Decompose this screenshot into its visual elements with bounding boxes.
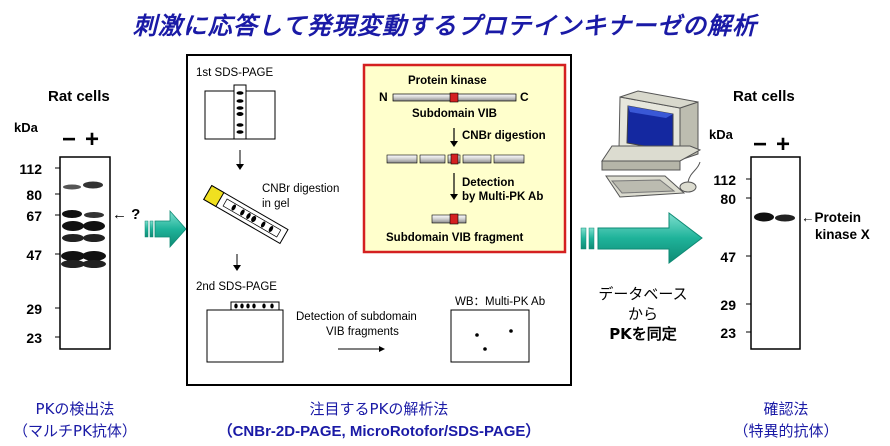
- inset-subdomain: Subdomain VIB: [412, 108, 497, 120]
- wb-label: WB：Multi-PK Ab: [455, 296, 546, 308]
- left-caption-2: （マルチPK抗体）: [13, 422, 137, 440]
- right-lane-minus: −: [753, 131, 768, 158]
- left-lane-plus: +: [85, 126, 100, 153]
- inset-detection-1: Detection: [462, 177, 515, 189]
- inset-fragment: Subdomain VIB fragment: [386, 232, 524, 244]
- right-caption-2: （特異的抗体）: [733, 422, 839, 440]
- cnbr-gel-label-1: CNBr digestion: [262, 183, 340, 195]
- wb-membrane: [450, 309, 530, 363]
- left-band: [61, 251, 85, 261]
- first-gel: [204, 84, 276, 170]
- detection-label-2: VIB fragments: [326, 326, 399, 338]
- second-sds-label: 2nd SDS-PAGE: [196, 281, 277, 293]
- right-marker: 23: [720, 325, 736, 341]
- left-header: Rat cells: [48, 88, 110, 105]
- page-title: 刺激に応答して発現変動するプロテインキナーゼの解析: [132, 12, 758, 40]
- left-band: [63, 184, 81, 190]
- left-band: [83, 234, 105, 242]
- inset-c-terminus: C: [520, 90, 529, 104]
- left-blot: [55, 156, 111, 350]
- right-caption-1: 確認法: [763, 400, 809, 418]
- right-marker: 47: [720, 249, 736, 265]
- cnbr-gel-label-2: in gel: [262, 198, 290, 210]
- left-caption-1: PKの検出法: [35, 400, 115, 418]
- right-marker: 80: [720, 191, 736, 207]
- left-unit: kDa: [14, 120, 38, 135]
- right-marker: 112: [713, 172, 736, 188]
- left-band: [83, 221, 105, 231]
- second-gel: [206, 301, 284, 363]
- left-band: [83, 181, 103, 189]
- right-blot: [746, 156, 801, 350]
- computer-icon: [601, 90, 702, 198]
- left-band: [61, 260, 85, 268]
- left-band: [82, 260, 106, 268]
- left-marker: 29: [26, 301, 42, 317]
- database-line-2: から: [627, 305, 658, 323]
- left-band: [82, 251, 106, 261]
- mechanism-inset: [362, 63, 567, 254]
- left-band: [62, 234, 84, 242]
- center-caption-1: 注目するPKの解析法: [309, 400, 449, 418]
- left-marker: 80: [26, 187, 42, 203]
- left-band: [84, 212, 104, 218]
- inset-protein-kinase: Protein kinase: [408, 75, 487, 87]
- center-arrow: [580, 211, 703, 265]
- database-line-1: データベース: [598, 285, 688, 303]
- inset-detection-2: by Multi-PK Ab: [462, 191, 544, 203]
- left-lane-minus: −: [62, 126, 77, 153]
- right-lane-plus: +: [776, 131, 791, 158]
- center-caption-2: （CNBr-2D-PAGE, MicroRotofor/SDS-PAGE）: [217, 423, 541, 440]
- first-sds-label: 1st SDS-PAGE: [196, 67, 274, 79]
- inset-n-terminus: N: [379, 90, 388, 104]
- detection-label-1: Detection of subdomain: [296, 311, 417, 323]
- right-band: [775, 214, 795, 222]
- left-band: [62, 210, 82, 218]
- right-marker: 29: [720, 297, 736, 313]
- left-arrow: [144, 209, 187, 249]
- right-unit: kDa: [709, 127, 733, 142]
- left-marker: 67: [26, 208, 42, 224]
- left-marker: 112: [19, 161, 42, 177]
- database-line-3: PKを同定: [609, 325, 677, 343]
- left-band: [62, 221, 84, 231]
- right-band: [754, 212, 774, 222]
- right-header: Rat cells: [733, 88, 795, 105]
- left-unknown-arrow: ← ?: [112, 206, 141, 223]
- left-marker: 47: [26, 247, 42, 263]
- left-marker: 23: [26, 330, 42, 346]
- cnbr-tube: [203, 184, 289, 245]
- right-arrow-label-1: ←Protein: [801, 210, 862, 225]
- right-arrow-label-2: kinase X: [815, 227, 870, 242]
- inset-cnbr: CNBr digestion: [462, 130, 546, 142]
